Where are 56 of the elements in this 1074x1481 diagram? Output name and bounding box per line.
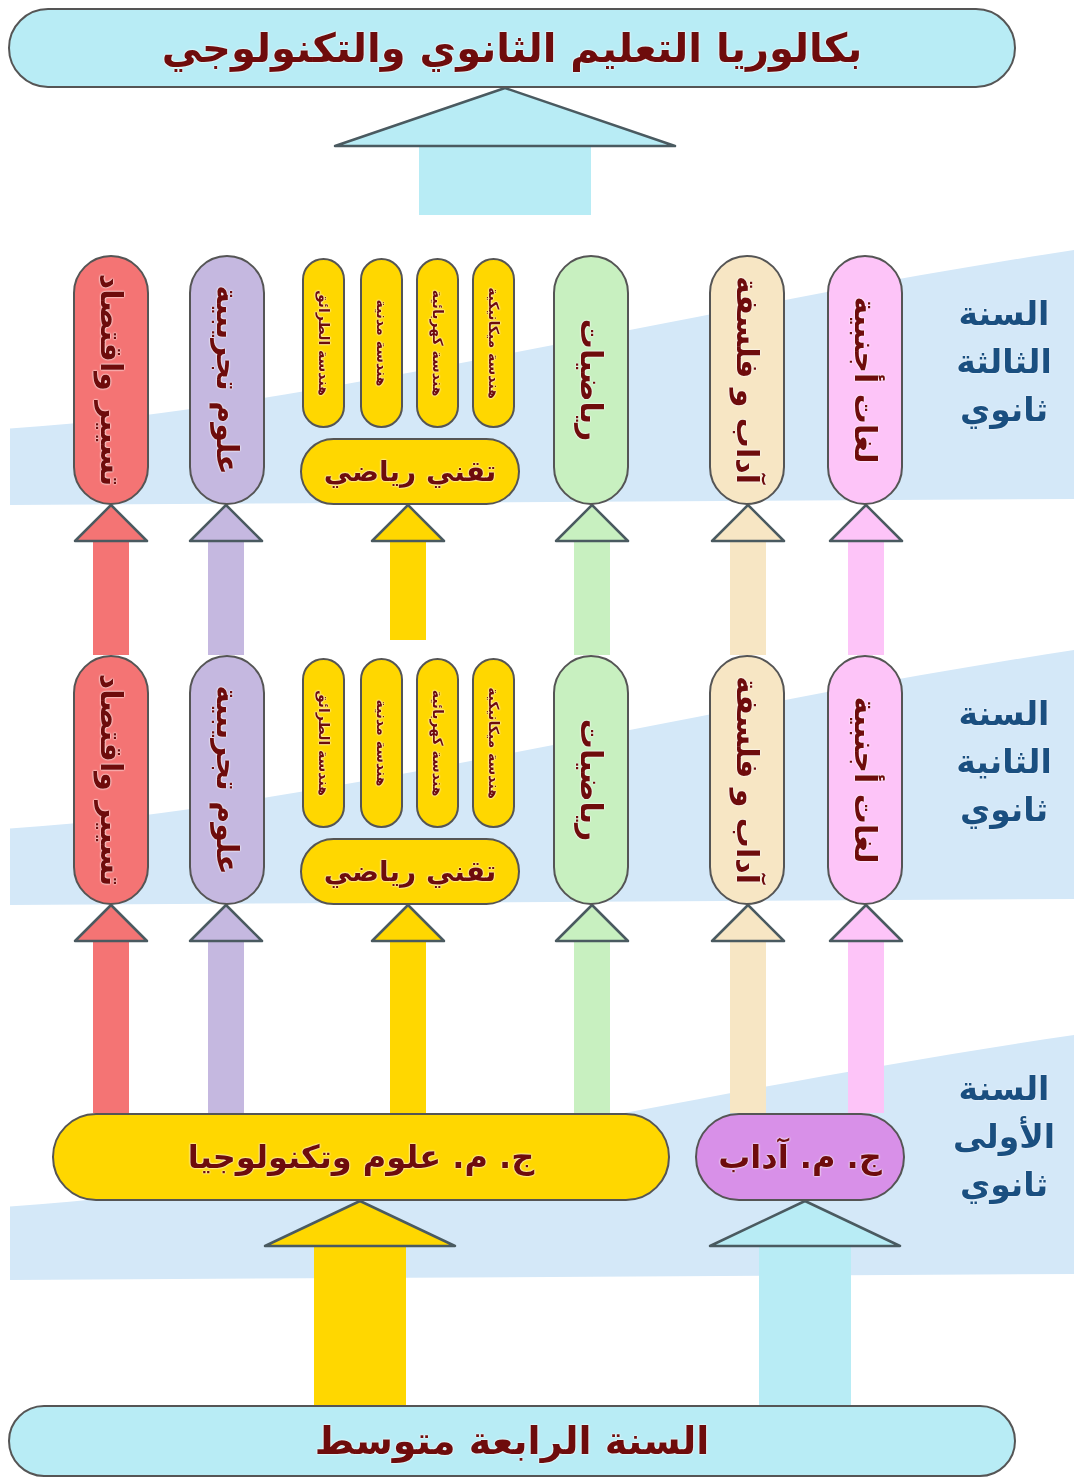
track-name: رياضيات — [573, 718, 609, 842]
block-arrow — [370, 903, 446, 1113]
block-arrow — [710, 503, 786, 655]
track-pill — [472, 258, 515, 428]
track-name: رياضيات — [573, 318, 609, 442]
track-pill — [302, 658, 345, 828]
track-name: علوم تجريبية — [209, 685, 245, 875]
track-pill — [416, 258, 459, 428]
track-name: آداب و فلسفة — [729, 276, 765, 484]
track-name: آداب و فلسفة — [729, 676, 765, 884]
track-pill — [189, 255, 265, 505]
track-name: لغات أجنبية — [847, 296, 883, 464]
block-arrow — [370, 503, 446, 640]
block-arrow — [710, 903, 786, 1113]
track-name: هندسة ميكانيكية — [485, 687, 502, 799]
track-pill — [73, 655, 149, 905]
track-name: السنة الرابعة متوسط — [314, 1419, 710, 1463]
track-name: هندسة الطرائق — [315, 690, 332, 796]
track-name: هندسة كهربائية — [429, 289, 446, 397]
track-name: هندسة مدنية — [373, 299, 390, 387]
block-arrow — [188, 503, 264, 655]
block-arrow — [554, 903, 630, 1113]
track-pill — [553, 255, 629, 505]
block-arrow — [73, 903, 149, 1113]
year-label: السنة الأولى ثانوي — [951, 1068, 1057, 1206]
track-name: تسيير واقتصاد — [93, 273, 129, 487]
track-name: هندسة مدنية — [373, 699, 390, 787]
year-label: السنة الثانية ثانوي — [955, 693, 1053, 831]
track-name: هندسة كهربائية — [429, 689, 446, 797]
track-name: تسيير واقتصاد — [93, 673, 129, 887]
block-arrow — [73, 503, 149, 655]
track-name: علوم تجريبية — [209, 285, 245, 475]
track-pill — [416, 658, 459, 828]
track-pill — [360, 258, 403, 428]
track-pill — [302, 258, 345, 428]
block-arrow — [263, 1199, 457, 1405]
track-name: هندسة ميكانيكية — [485, 287, 502, 399]
track-name: هندسة الطرائق — [315, 290, 332, 396]
block-arrow — [708, 1199, 902, 1405]
track-name: لغات أجنبية — [847, 696, 883, 864]
track-pill — [472, 658, 515, 828]
block-arrow — [554, 503, 630, 655]
year-label: السنة الثالثة ثانوي — [955, 293, 1053, 431]
block-arrow — [828, 903, 904, 1113]
block-arrow — [333, 86, 677, 215]
track-name: تقني رياضي — [323, 455, 497, 488]
track-pill — [189, 655, 265, 905]
track-pill — [360, 658, 403, 828]
track-pill — [553, 655, 629, 905]
track-pill — [73, 255, 149, 505]
block-arrow — [828, 503, 904, 655]
track-name: ج. م. آداب — [718, 1138, 882, 1176]
track-name: ج. م. علوم وتكنولوجيا — [187, 1138, 535, 1176]
block-arrow — [188, 903, 264, 1113]
track-name: بكالوريا التعليم الثانوي والتكنولوجي — [161, 25, 863, 71]
track-name: تقني رياضي — [323, 855, 497, 888]
